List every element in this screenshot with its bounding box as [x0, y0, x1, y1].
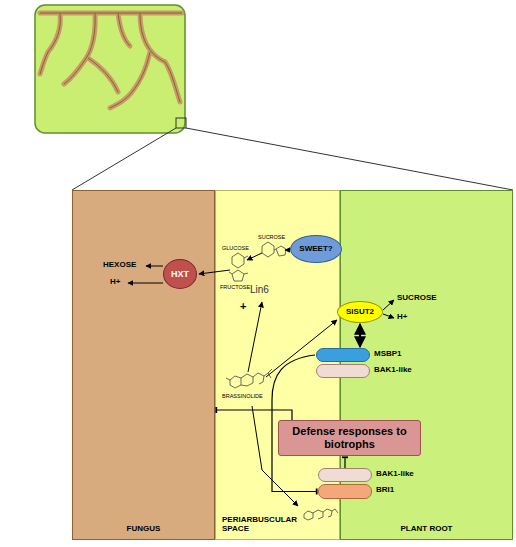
receptor-node: MSBP1 — [316, 348, 405, 362]
molecule-label: BRASSINOLIDE — [222, 393, 263, 399]
zoom-line — [186, 128, 513, 190]
node-text: Defense responses to biotrophs — [279, 425, 420, 450]
molecule-label: Lin6 — [250, 284, 269, 295]
transporter-node: SWEET? — [290, 235, 342, 263]
node-text: BAK1-like — [376, 469, 414, 478]
region-band: FUNGUS — [72, 190, 215, 540]
transporter-node: HXT — [163, 259, 197, 289]
molecule-label: FRUCTOSE — [220, 284, 250, 290]
node-text: BRI1 — [376, 485, 394, 494]
node-text: FUNGUS — [127, 524, 161, 533]
node-text: SlSUT2 — [346, 307, 374, 316]
node-text: MSBP1 — [374, 349, 402, 358]
molecule-label: H+ — [397, 313, 407, 322]
zoom-line — [72, 128, 176, 190]
zoom-square — [176, 118, 186, 128]
molecule-label: + — [240, 300, 246, 312]
membrane-receptor-bar — [316, 364, 370, 378]
molecule-label: SUCROSE — [258, 234, 285, 240]
molecule-label: H+ — [110, 278, 120, 287]
receptor-node: BAK1-like — [318, 468, 417, 482]
root-outline — [40, 13, 182, 108]
root-overview — [35, 5, 185, 133]
node-text: SWEET? — [299, 244, 332, 253]
molecule-label: HEXOSE — [103, 261, 136, 270]
process-box: Defense responses to biotrophs — [278, 420, 421, 456]
receptor-node: BRI1 — [318, 484, 398, 499]
node-text: BAK1-like — [374, 365, 412, 374]
membrane-receptor-bar — [318, 468, 372, 482]
molecule-label: GLUCOSE — [222, 245, 249, 251]
receptor-node: BAK1-like — [316, 364, 415, 378]
node-text: HXT — [171, 269, 189, 279]
membrane-receptor-bar — [318, 484, 372, 499]
root-branches — [40, 13, 182, 108]
node-text: PLANT ROOT — [401, 524, 453, 533]
membrane-receptor-bar — [316, 348, 370, 362]
transporter-node: SlSUT2 — [337, 301, 383, 323]
node-text: PERIARBUSCULAR SPACE — [222, 515, 302, 533]
molecule-label: SUCROSE — [397, 294, 437, 303]
